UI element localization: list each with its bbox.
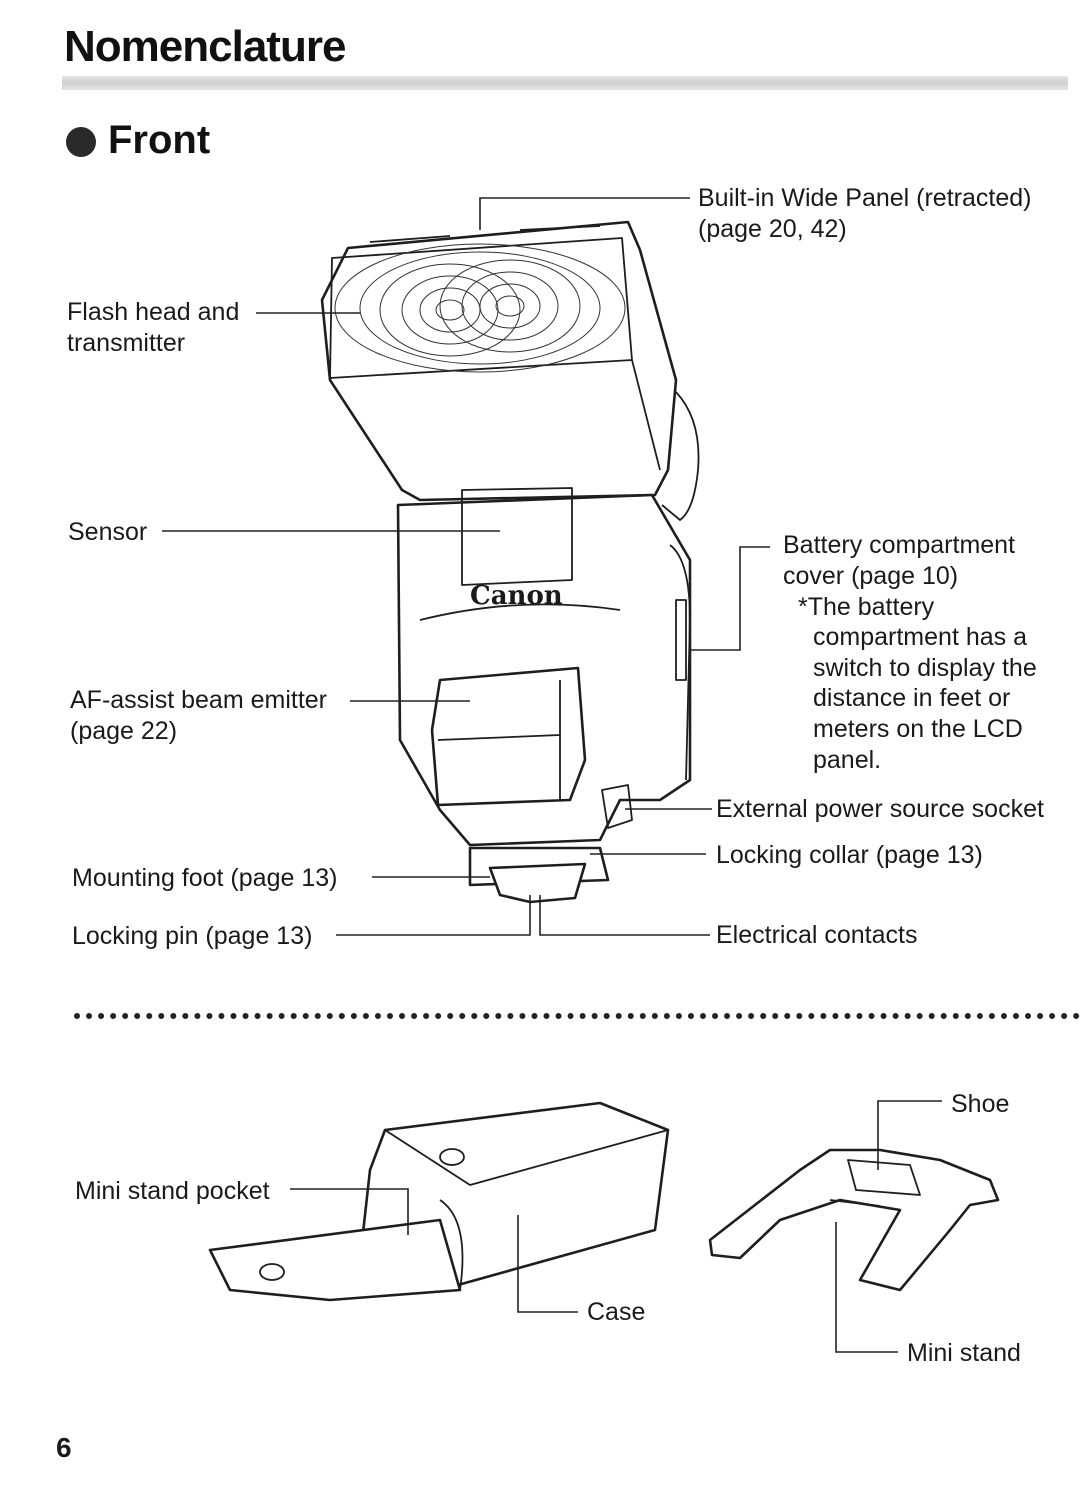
label-battery-note-5: meters on the LCD [813, 715, 1023, 743]
label-mounting-foot: Mounting foot (page 13) [72, 864, 338, 892]
label-electrical-contacts: Electrical contacts [716, 921, 918, 949]
label-af-assist: AF-assist beam emitter [70, 686, 328, 714]
filled-circle-icon [66, 127, 96, 157]
page-title: Nomenclature [64, 22, 346, 71]
label-case: Case [587, 1298, 646, 1326]
label-locking-pin: Locking pin (page 13) [72, 922, 313, 950]
label-battery-note: *The battery [798, 593, 935, 621]
label-external-power: External power source socket [716, 795, 1044, 823]
label-battery-note-2: compartment has a [813, 623, 1027, 651]
section-divider [74, 1013, 1080, 1019]
label-battery-note-3: switch to display the [813, 654, 1037, 682]
label-flash-head: Flash head and [67, 298, 240, 326]
canon-logo: Canon [470, 581, 563, 611]
section-heading: Front [108, 118, 211, 162]
mini-stand-illustration [708, 1148, 1000, 1292]
label-battery-note-6: panel. [813, 746, 882, 774]
label-af-assist-page: (page 22) [70, 717, 178, 745]
label-sensor: Sensor [68, 518, 148, 546]
title-rule [62, 76, 1068, 90]
label-battery-note-4: distance in feet or [813, 684, 1011, 712]
label-battery-page: cover (page 10) [783, 562, 959, 590]
label-mini-stand-pocket: Mini stand pocket [75, 1177, 270, 1205]
label-wide-panel-page: (page 20, 42) [698, 215, 847, 243]
case-illustration [208, 1101, 670, 1302]
label-flash-head-2: transmitter [67, 329, 186, 357]
label-wide-panel: Built-in Wide Panel (retracted) [698, 184, 1032, 212]
page-number: 6 [56, 1432, 72, 1463]
label-locking-collar: Locking collar (page 13) [716, 841, 983, 869]
label-mini-stand: Mini stand [907, 1339, 1021, 1367]
label-shoe: Shoe [951, 1090, 1010, 1118]
fresnel-lens-icon [334, 243, 626, 373]
label-battery: Battery compartment [783, 531, 1016, 559]
